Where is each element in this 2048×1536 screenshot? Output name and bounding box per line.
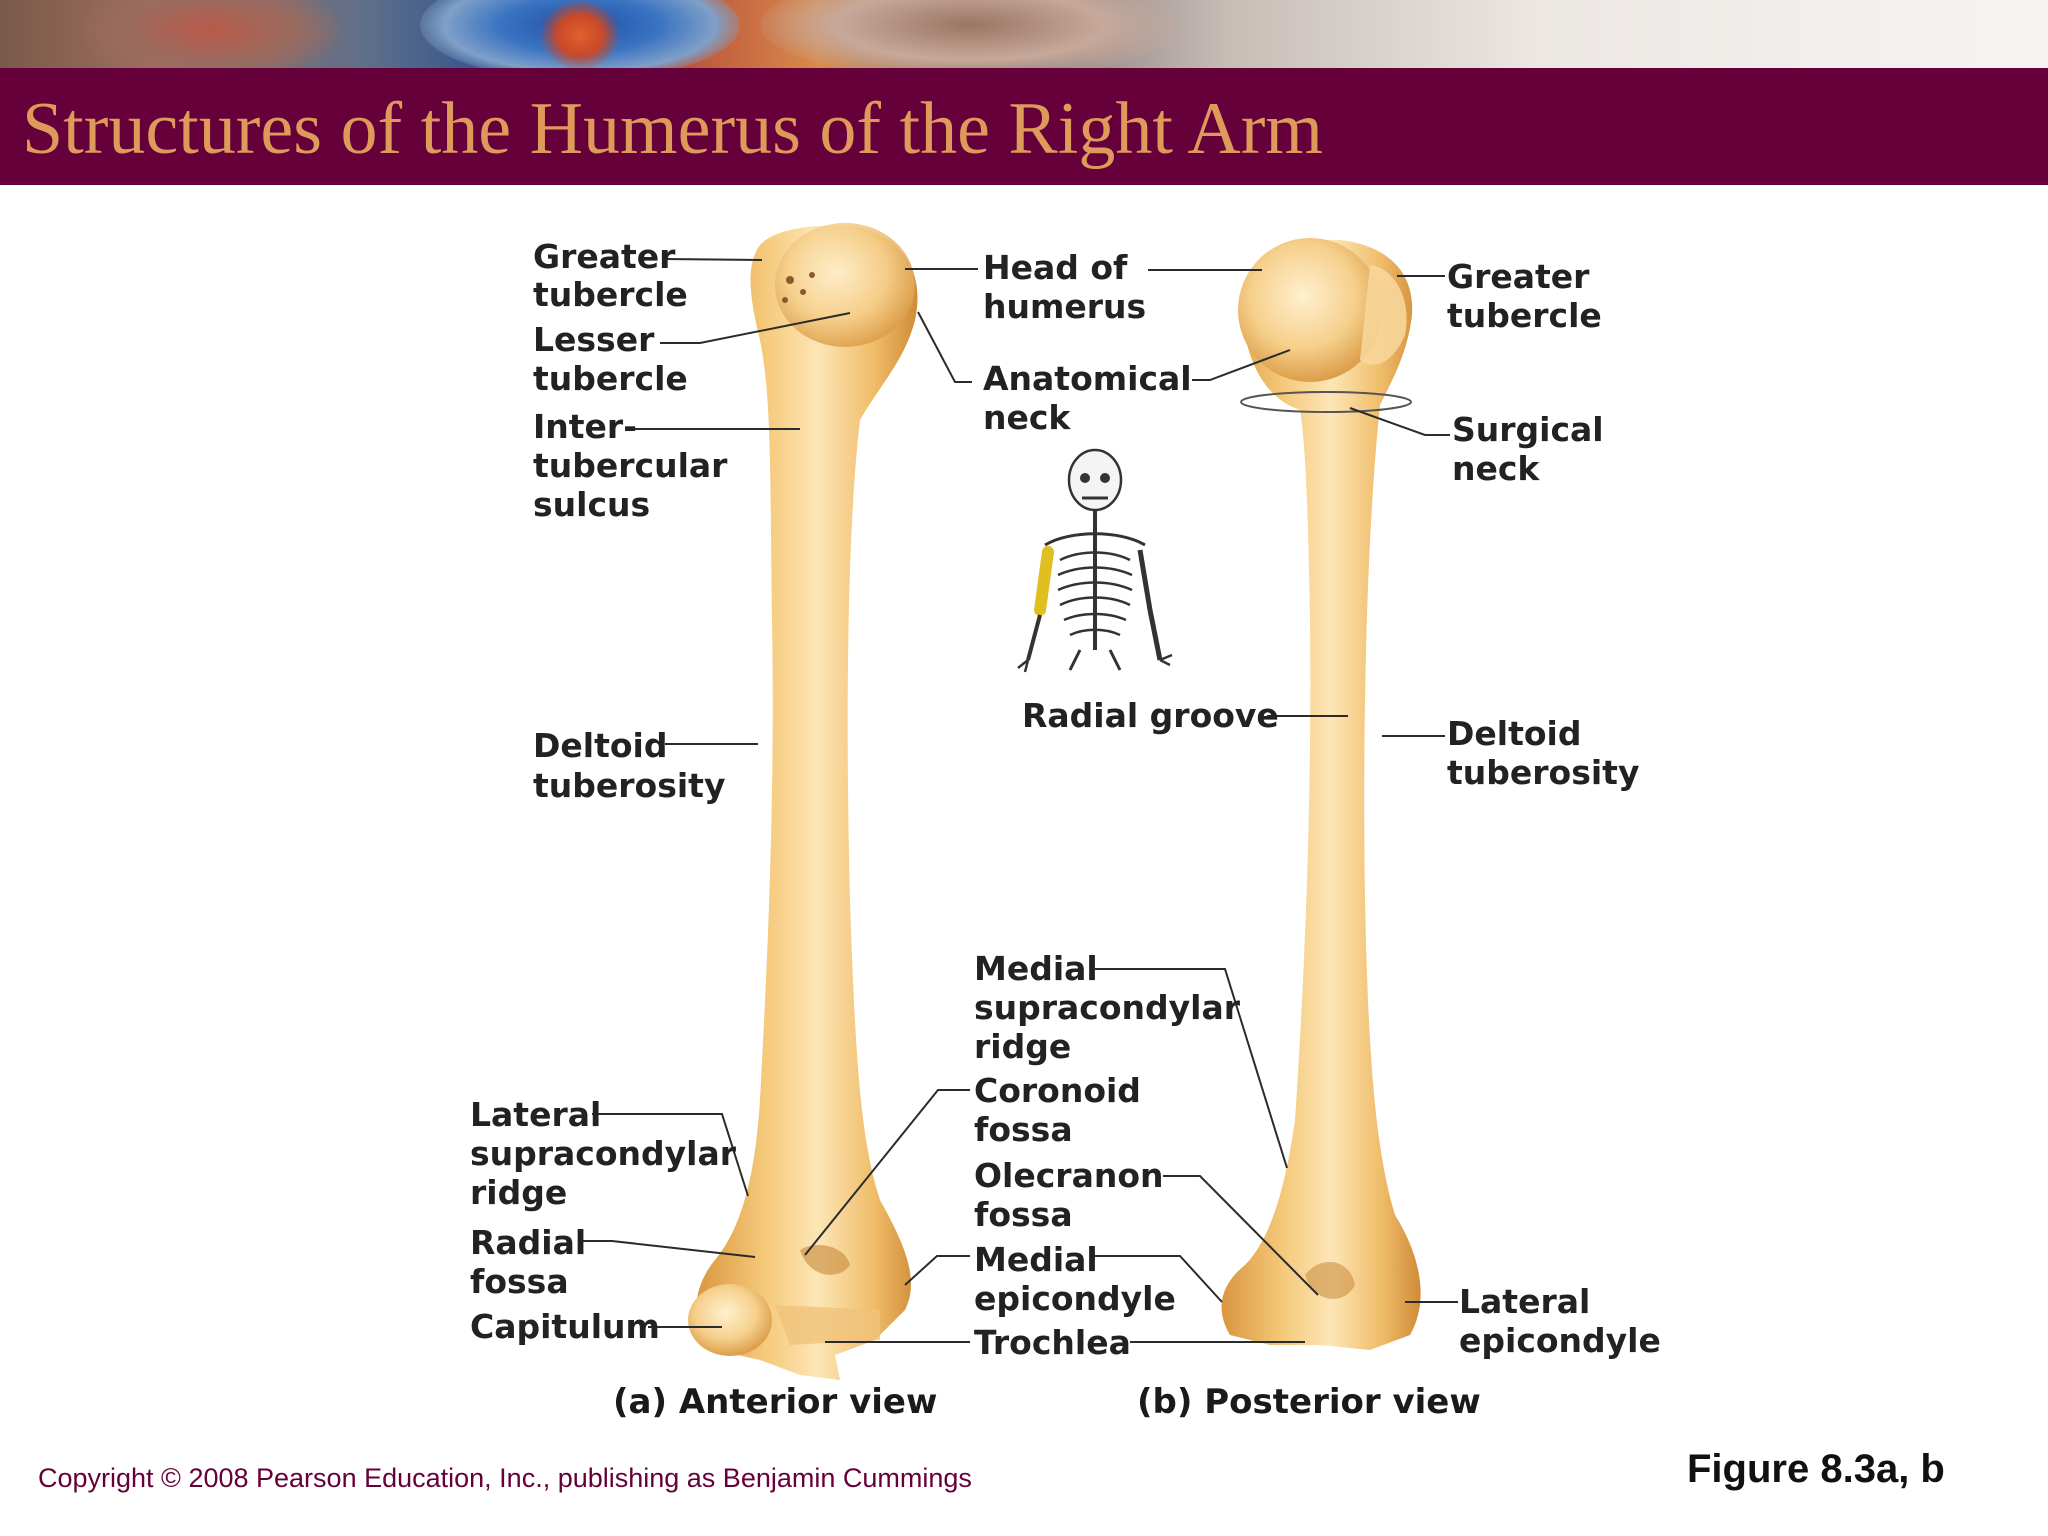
leader-lines [580, 258, 1458, 1343]
anterior-humerus-bone [688, 223, 918, 1380]
label-lateral-supracondylar-ridge: Lateral supracondylar ridge [470, 1095, 748, 1212]
copyright-notice: Copyright © 2008 Pearson Education, Inc.… [38, 1463, 972, 1493]
label-coronoid-fossa: Coronoid fossa [974, 1071, 1152, 1149]
label-greater-tubercle-posterior: Greater tubercle [1447, 257, 1602, 335]
label-olecranon-fossa: Olecranon fossa [974, 1156, 1175, 1234]
label-trochlea: Trochlea [974, 1323, 1131, 1362]
slide-title: Structures of the Humerus of the Right A… [22, 88, 1323, 170]
label-radial-fossa: Radial fossa [470, 1223, 598, 1301]
label-radial-groove: Radial groove [1022, 696, 1279, 735]
label-deltoid-tuberosity-posterior: Deltoid tuberosity [1447, 714, 1639, 792]
label-surgical-neck: Surgical neck [1452, 410, 1615, 488]
label-head-of-humerus: Head of humerus [983, 248, 1146, 326]
caption-posterior-view: (b) Posterior view [1137, 1382, 1481, 1422]
label-intertubercular-sulcus: Inter- tubercular sulcus [533, 407, 739, 524]
title-bar [0, 68, 2048, 185]
label-greater-tubercle-anterior: Greater tubercle [533, 237, 688, 314]
label-deltoid-tuberosity-anterior: Deltoid tuberosity [533, 726, 725, 805]
label-lesser-tubercle: Lesser tubercle [533, 320, 688, 398]
label-medial-epicondyle: Medial epicondyle [974, 1240, 1176, 1318]
figure-number: Figure 8.3a, b [1687, 1447, 1945, 1491]
label-lateral-epicondyle: Lateral epicondyle [1459, 1282, 1661, 1360]
label-capitulum: Capitulum [470, 1307, 660, 1346]
skeleton-locator-icon [1017, 448, 1173, 673]
label-anatomical-neck: Anatomical neck [983, 359, 1203, 437]
decorative-header-banner [0, 0, 2048, 68]
posterior-humerus-bone [1221, 238, 1421, 1351]
caption-anterior-view: (a) Anterior view [613, 1382, 937, 1422]
label-medial-supracondylar-ridge: Medial supracondylar ridge [974, 949, 1252, 1066]
